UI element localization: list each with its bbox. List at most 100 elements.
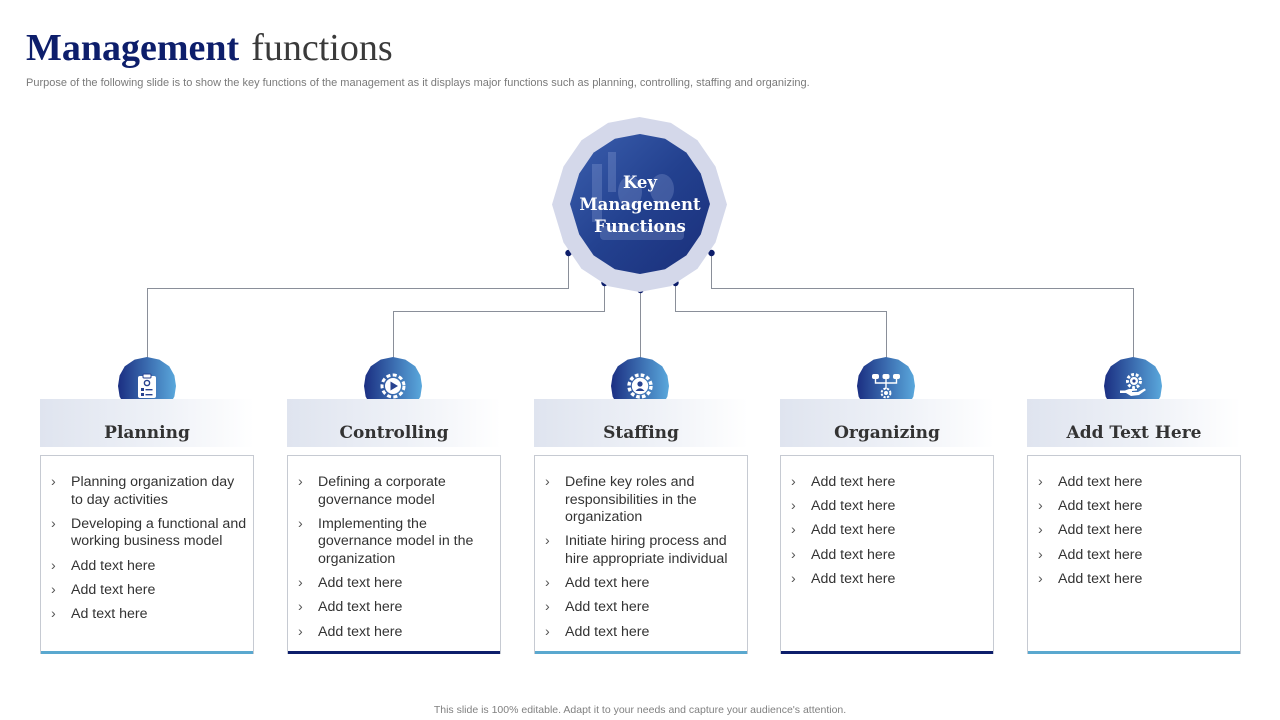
chevron-right-icon: › [545, 624, 550, 642]
bullet-list: ›Defining a corporate governance model ›… [298, 474, 494, 648]
chevron-right-icon: › [545, 599, 550, 617]
column-header-planning: Planning [40, 399, 254, 447]
list-item: › Add text here [1038, 547, 1234, 565]
bullet-list: › Define key roles and responsibilities i… [545, 474, 741, 648]
column-header-staffing: Staffing [534, 399, 748, 447]
list-item-text: Add text here [318, 575, 402, 591]
connector-organizing [676, 283, 887, 360]
list-item-text: Add text here [71, 582, 155, 598]
bullet-list: › Planning organization day to day activi… [51, 474, 247, 630]
card-staffing: › Define key roles and responsibilities i… [534, 455, 748, 654]
card-addtext: › Add text here › Add text here › Add text … [1027, 455, 1241, 654]
chevron-right-icon: › [1038, 522, 1043, 540]
list-item: › Add text here [51, 558, 247, 576]
column-title: Staffing [534, 423, 748, 443]
chevron-right-icon: › [1038, 474, 1043, 492]
card-accent-bar [535, 651, 747, 654]
list-item-text: Planning organization day to day activit… [71, 474, 234, 508]
chevron-right-icon: › [791, 474, 796, 492]
list-item-text: Add text here [1058, 571, 1142, 587]
chevron-right-icon: › [791, 522, 796, 540]
column-header-organizing: Organizing [780, 399, 994, 447]
list-item: › Add text here [545, 599, 741, 617]
org-chart-icon [871, 371, 901, 401]
chevron-right-icon: › [51, 558, 56, 576]
list-item: › Add text here [791, 547, 987, 565]
list-item: › Add text here [298, 575, 494, 593]
list-item: › Add text here [791, 522, 987, 540]
list-item-text: Add text here [565, 624, 649, 640]
list-item: › Add text here [1038, 522, 1234, 540]
chevron-right-icon: › [298, 474, 303, 492]
list-item-text: Add text here [1058, 522, 1142, 538]
list-item-text: Add text here [1058, 498, 1142, 514]
chevron-right-icon: › [298, 624, 303, 642]
connector-addtext [712, 253, 1134, 360]
list-item-text: Add text here [811, 571, 895, 587]
list-item-text: Add text here [318, 599, 402, 615]
list-item-text: Add text here [565, 599, 649, 615]
list-item-text: Add text here [811, 474, 895, 490]
chevron-right-icon: › [51, 606, 56, 624]
card-organizing: › Add text here › Add text here › Add text … [780, 455, 994, 654]
list-item: › Add text here [791, 498, 987, 516]
card-controlling: ›Defining a corporate governance model ›… [287, 455, 501, 654]
chevron-right-icon: › [51, 516, 56, 534]
list-item: ›Add text here [298, 624, 494, 642]
column-header-addtext: Add Text Here [1027, 399, 1241, 447]
user-gear-icon [625, 371, 655, 401]
chevron-right-icon: › [791, 547, 796, 565]
hub-label: Key Management Functions [570, 172, 710, 238]
list-item-text: Add text here [1058, 474, 1142, 490]
list-item: ›Add text here [545, 575, 741, 593]
column-title: Add Text Here [1027, 423, 1241, 443]
list-item-text: Add text here [565, 575, 649, 591]
hand-gear-icon [1118, 371, 1148, 401]
chevron-right-icon: › [1038, 571, 1043, 589]
list-item-text: Initiate hiring process and hire appropr… [565, 533, 727, 567]
gear-play-icon [378, 371, 408, 401]
chevron-right-icon: › [298, 599, 303, 617]
chevron-right-icon: › [298, 575, 303, 593]
chevron-right-icon: › [545, 474, 550, 492]
connector-planning [148, 253, 569, 360]
list-item: › Add text here [791, 474, 987, 492]
chevron-right-icon: › [545, 533, 550, 551]
bullet-list: › Add text here › Add text here › Add text … [791, 474, 987, 595]
card-planning: › Planning organization day to day activi… [40, 455, 254, 654]
list-item-text: Developing a functional and working busi… [71, 516, 246, 550]
card-accent-bar [1028, 651, 1240, 654]
list-item-text: Ad text here [71, 606, 148, 622]
list-item: › Add text here [1038, 498, 1234, 516]
column-title: Planning [40, 423, 254, 443]
list-item: › Add text here [791, 571, 987, 589]
chevron-right-icon: › [791, 498, 796, 516]
card-accent-bar [781, 651, 993, 654]
chevron-right-icon: › [298, 516, 303, 534]
list-item: › Add text here [545, 624, 741, 642]
list-item-text: Add text here [1058, 547, 1142, 563]
list-item-text: Add text here [811, 498, 895, 514]
list-item: › Planning organization day to day activi… [51, 474, 247, 509]
list-item-text: Add text here [811, 547, 895, 563]
list-item-text: Add text here [71, 558, 155, 574]
list-item: › Ad text here [51, 606, 247, 624]
chevron-right-icon: › [1038, 498, 1043, 516]
list-item-text: Define key roles and responsibilities in… [565, 474, 697, 525]
column-header-controlling: Controlling [287, 399, 501, 447]
footer-note: This slide is 100% editable. Adapt it to… [0, 704, 1280, 716]
bullet-list: › Add text here › Add text here › Add text … [1038, 474, 1234, 595]
list-item-text: Add text here [811, 522, 895, 538]
chevron-right-icon: › [791, 571, 796, 589]
chevron-right-icon: › [51, 582, 56, 600]
card-accent-bar [288, 651, 500, 654]
column-title: Organizing [780, 423, 994, 443]
list-item: › Add text here [1038, 571, 1234, 589]
chevron-right-icon: › [51, 474, 56, 492]
card-accent-bar [41, 651, 253, 654]
list-item: › Initiate hiring process and hire approp… [545, 533, 741, 568]
chevron-right-icon: › [1038, 547, 1043, 565]
list-item-text: Implementing the governance model in the… [318, 516, 473, 567]
list-item: › Add text here [1038, 474, 1234, 492]
list-item: › Add text here [298, 599, 494, 617]
